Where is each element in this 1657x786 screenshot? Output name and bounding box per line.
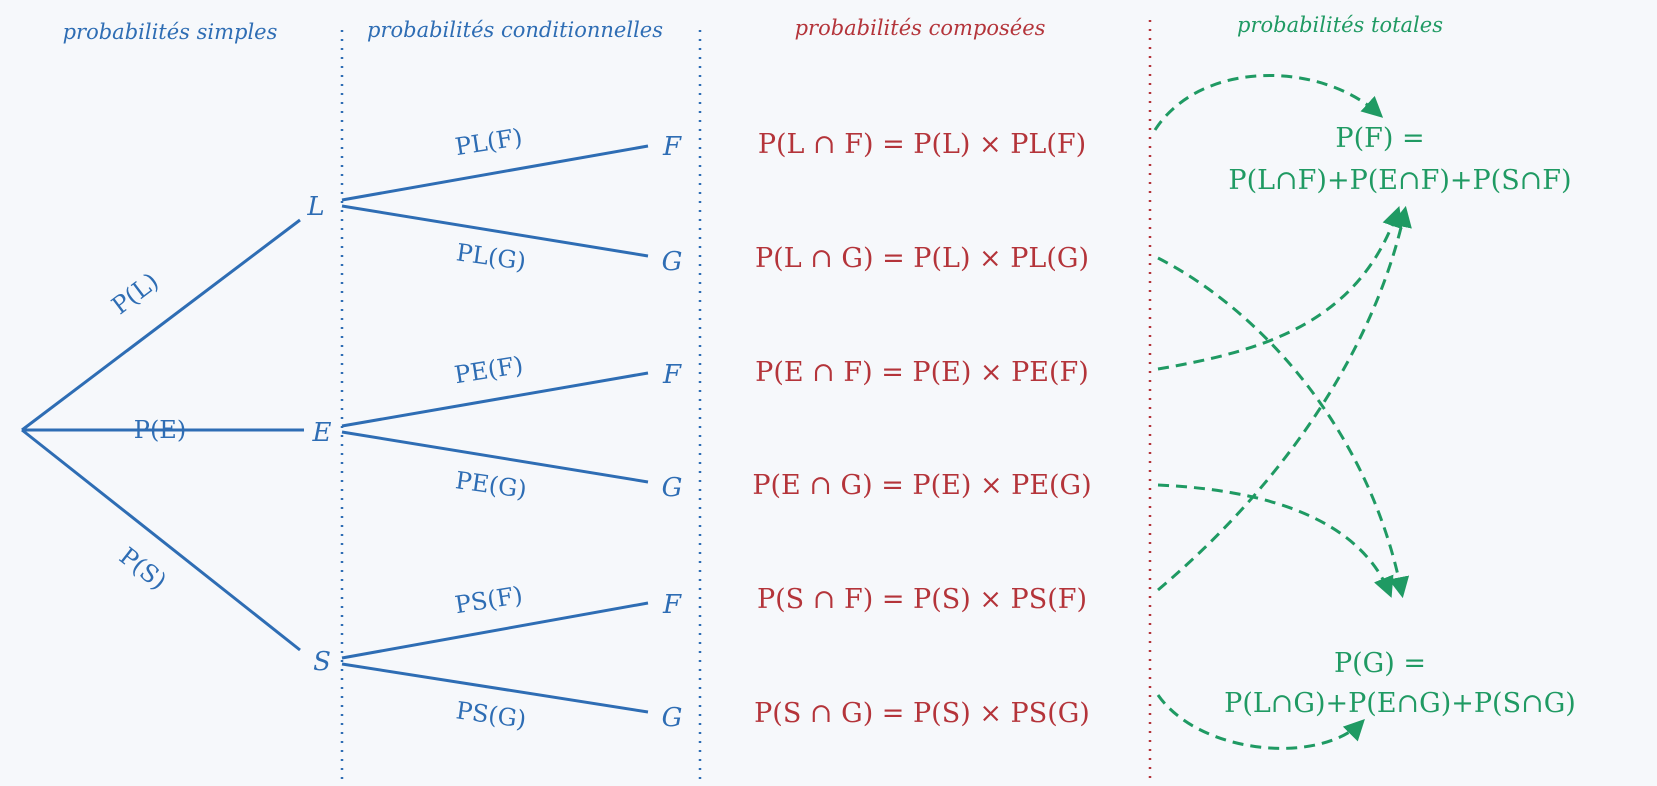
leaf-S-G: G xyxy=(662,703,683,733)
header-simple: probabilités simples xyxy=(63,20,278,44)
formula-E-G: P(E ∩ G) = P(E) × PE(G) xyxy=(752,470,1091,501)
leaf-E-G: G xyxy=(662,473,683,503)
branch-label-P-L: P(L) xyxy=(106,267,163,320)
branch-S-F xyxy=(341,601,649,660)
node-E: E xyxy=(312,418,332,448)
arrow-LF-to-PF xyxy=(1153,73,1384,131)
total-F-formula: P(L∩F)+P(E∩F)+P(S∩F) xyxy=(1228,165,1571,196)
arrow-LG-to-PG xyxy=(1157,256,1410,599)
total-G-formula: P(L∩G)+P(E∩G)+P(S∩G) xyxy=(1224,688,1576,719)
branch-root-L xyxy=(21,218,301,432)
formula-S-G: P(S ∩ G) = P(S) × PS(G) xyxy=(754,698,1090,729)
total-F-title: P(F) = xyxy=(1335,123,1424,154)
branch-L-G xyxy=(341,204,649,258)
node-S: S xyxy=(313,647,331,677)
arrow-SG-to-PG xyxy=(1156,694,1365,750)
branch-E-G xyxy=(341,430,649,484)
formula-S-F: P(S ∩ F) = P(S) × PS(F) xyxy=(757,584,1087,615)
arrow-EG-to-PG xyxy=(1157,483,1394,598)
leaf-L-G: G xyxy=(662,247,683,277)
branch-label-PE-F: PE(F) xyxy=(452,351,525,389)
branch-label-P-E: P(E) xyxy=(134,416,186,444)
header-conditional: probabilités conditionnelles xyxy=(367,18,663,42)
branch-L-F xyxy=(341,144,649,202)
branch-label-PL-F: PL(F) xyxy=(453,123,524,161)
branch-E-F xyxy=(341,371,649,428)
formula-L-F: P(L ∩ F) = P(L) × PL(F) xyxy=(758,129,1086,160)
arrow-EF-to-PF xyxy=(1157,206,1403,371)
branch-label-PL-G: PL(G) xyxy=(455,238,528,275)
total-G-title: P(G) = xyxy=(1334,648,1426,679)
branch-label-PS-G: PS(G) xyxy=(454,696,528,734)
node-L: L xyxy=(306,192,324,222)
header-compound: probabilités composées xyxy=(795,16,1046,40)
formula-E-F: P(E ∩ F) = P(E) × PE(F) xyxy=(755,357,1089,388)
leaf-L-F: F xyxy=(662,132,682,162)
formula-L-G: P(L ∩ G) = P(L) × PL(G) xyxy=(755,243,1089,274)
leaf-E-F: F xyxy=(662,360,682,390)
branch-S-G xyxy=(341,662,649,714)
branch-root-S xyxy=(21,428,301,652)
leaf-S-F: F xyxy=(662,590,682,620)
branch-label-P-S: P(S) xyxy=(114,542,172,596)
branch-label-PS-F: PS(F) xyxy=(453,581,525,619)
header-total: probabilités totales xyxy=(1237,13,1443,37)
branch-label-PE-G: PE(G) xyxy=(454,466,529,504)
arrow-SF-to-PF xyxy=(1157,205,1412,592)
